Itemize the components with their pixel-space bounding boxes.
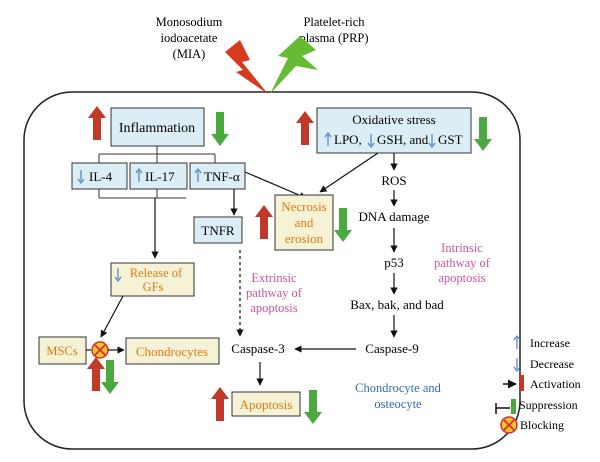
prp-label: Platelet-rich plasma (PRP) xyxy=(299,15,368,45)
svg-text:iodoacetate: iodoacetate xyxy=(161,31,218,45)
p53-label: p53 xyxy=(384,255,404,270)
legend-activation-label: Activation xyxy=(530,377,581,391)
svg-text:osteocyte: osteocyte xyxy=(374,397,422,411)
il4-label: IL-4 xyxy=(89,169,113,184)
gst-label: GST xyxy=(438,132,463,147)
oxidative-increase-arrow xyxy=(296,111,314,145)
necrosis-increase-arrow xyxy=(255,205,273,239)
svg-text:Chondrocyte and: Chondrocyte and xyxy=(355,381,441,395)
gsh-label: GSH, and xyxy=(377,132,429,147)
mscs-label: MSCs xyxy=(46,344,77,358)
chondrocytes-label: Chondrocytes xyxy=(136,344,208,359)
svg-text:plasma (PRP): plasma (PRP) xyxy=(299,31,368,45)
arrow-tnfa-to-necrosis xyxy=(244,171,307,199)
lpo-label: LPO, xyxy=(334,132,362,147)
arrow-oxidative-to-necrosis xyxy=(319,152,379,193)
necrosis-box xyxy=(274,194,334,251)
mia-label: Monosodium iodoacetate (MIA) xyxy=(156,15,223,61)
inflammation-increase-arrow xyxy=(88,106,106,140)
il17-label: IL-17 xyxy=(145,169,175,184)
legend-suppression: Suppression xyxy=(495,398,578,414)
svg-text:(MIA): (MIA) xyxy=(173,47,206,61)
dna-damage-label: DNA damage xyxy=(358,209,429,224)
tnfr-box xyxy=(193,216,243,244)
mscs-decrease-arrow xyxy=(101,360,119,394)
svg-text:Necrosis: Necrosis xyxy=(281,199,327,214)
svg-text:Extrinsic: Extrinsic xyxy=(251,271,297,285)
legend-decrease-label: Decrease xyxy=(530,357,574,371)
cell-boundary xyxy=(23,91,521,450)
chondrocytes-box xyxy=(125,337,220,365)
caspase9-label: Caspase-9 xyxy=(365,341,418,356)
svg-text:and: and xyxy=(295,215,314,230)
apoptosis-decrease-arrow xyxy=(304,390,322,424)
inflammation-label: Inflammation xyxy=(119,121,195,136)
legend-increase: Increase xyxy=(513,335,570,350)
ros-label: ROS xyxy=(381,173,406,188)
svg-text:GFs: GFs xyxy=(143,280,164,294)
legend: Increase Decrease Activation Suppression… xyxy=(495,335,581,434)
cytokine-bracket xyxy=(98,146,216,163)
mscs-increase-arrow xyxy=(87,357,105,391)
oxidative-stress-box xyxy=(316,107,472,154)
chondrocyte-osteocyte-label: Chondrocyte and osteocyte xyxy=(355,381,441,411)
cytokine-lower-bracket xyxy=(98,189,186,199)
bax-label: Bax, bak, and bad xyxy=(350,297,444,312)
svg-text:apoptosis: apoptosis xyxy=(438,271,485,285)
release-gfs-box xyxy=(110,262,195,297)
legend-blocking-icon xyxy=(500,416,518,434)
prp-lightning-icon xyxy=(270,36,318,94)
legend-decrease-icon xyxy=(513,357,521,372)
svg-text:pathway of: pathway of xyxy=(434,256,491,270)
release-gfs-label: Release of GFs xyxy=(130,266,183,294)
apoptosis-increase-arrow xyxy=(211,387,229,421)
legend-decrease: Decrease xyxy=(513,357,574,372)
apoptosis-label: Apoptosis xyxy=(240,397,293,412)
necrosis-label: Necrosis and erosion xyxy=(281,199,327,246)
intrinsic-pathway-label: Intrinsic pathway of apoptosis xyxy=(434,241,491,285)
legend-suppression-label: Suppression xyxy=(519,398,578,412)
svg-text:apoptosis: apoptosis xyxy=(250,301,297,315)
svg-text:pathway of: pathway of xyxy=(246,286,303,300)
necrosis-decrease-arrow xyxy=(334,208,352,242)
mscs-box xyxy=(38,336,87,365)
svg-text:Release of: Release of xyxy=(130,266,183,280)
oxidative-decrease-arrow xyxy=(474,117,492,151)
apoptosis-box xyxy=(231,391,301,417)
blocking-icon xyxy=(91,341,109,359)
extrinsic-pathway-label: Extrinsic pathway of apoptosis xyxy=(246,271,303,315)
tnfr-label: TNFR xyxy=(201,223,235,238)
svg-text:erosion: erosion xyxy=(285,231,324,246)
inflammation-decrease-arrow xyxy=(211,112,229,146)
caspase3-label: Caspase-3 xyxy=(231,341,284,356)
tnfa-box xyxy=(189,162,246,190)
legend-suppression-icon xyxy=(511,399,516,414)
legend-increase-icon xyxy=(513,335,521,350)
tnfa-label: TNF-α xyxy=(204,169,240,184)
svg-text:Intrinsic: Intrinsic xyxy=(441,241,483,255)
svg-text:Platelet-rich: Platelet-rich xyxy=(303,15,365,29)
legend-activation: Activation xyxy=(503,375,581,391)
svg-text:Monosodium: Monosodium xyxy=(156,15,223,29)
arrow-release-to-blocking xyxy=(100,295,124,338)
mia-lightning-icon xyxy=(225,40,268,94)
legend-blocking-label: Blocking xyxy=(520,418,564,432)
legend-increase-label: Increase xyxy=(530,336,570,350)
legend-activation-bar-icon xyxy=(519,375,524,391)
inflammation-box xyxy=(110,107,205,147)
oxidative-stress-title: Oxidative stress xyxy=(352,112,435,127)
legend-blocking: Blocking xyxy=(500,416,564,434)
